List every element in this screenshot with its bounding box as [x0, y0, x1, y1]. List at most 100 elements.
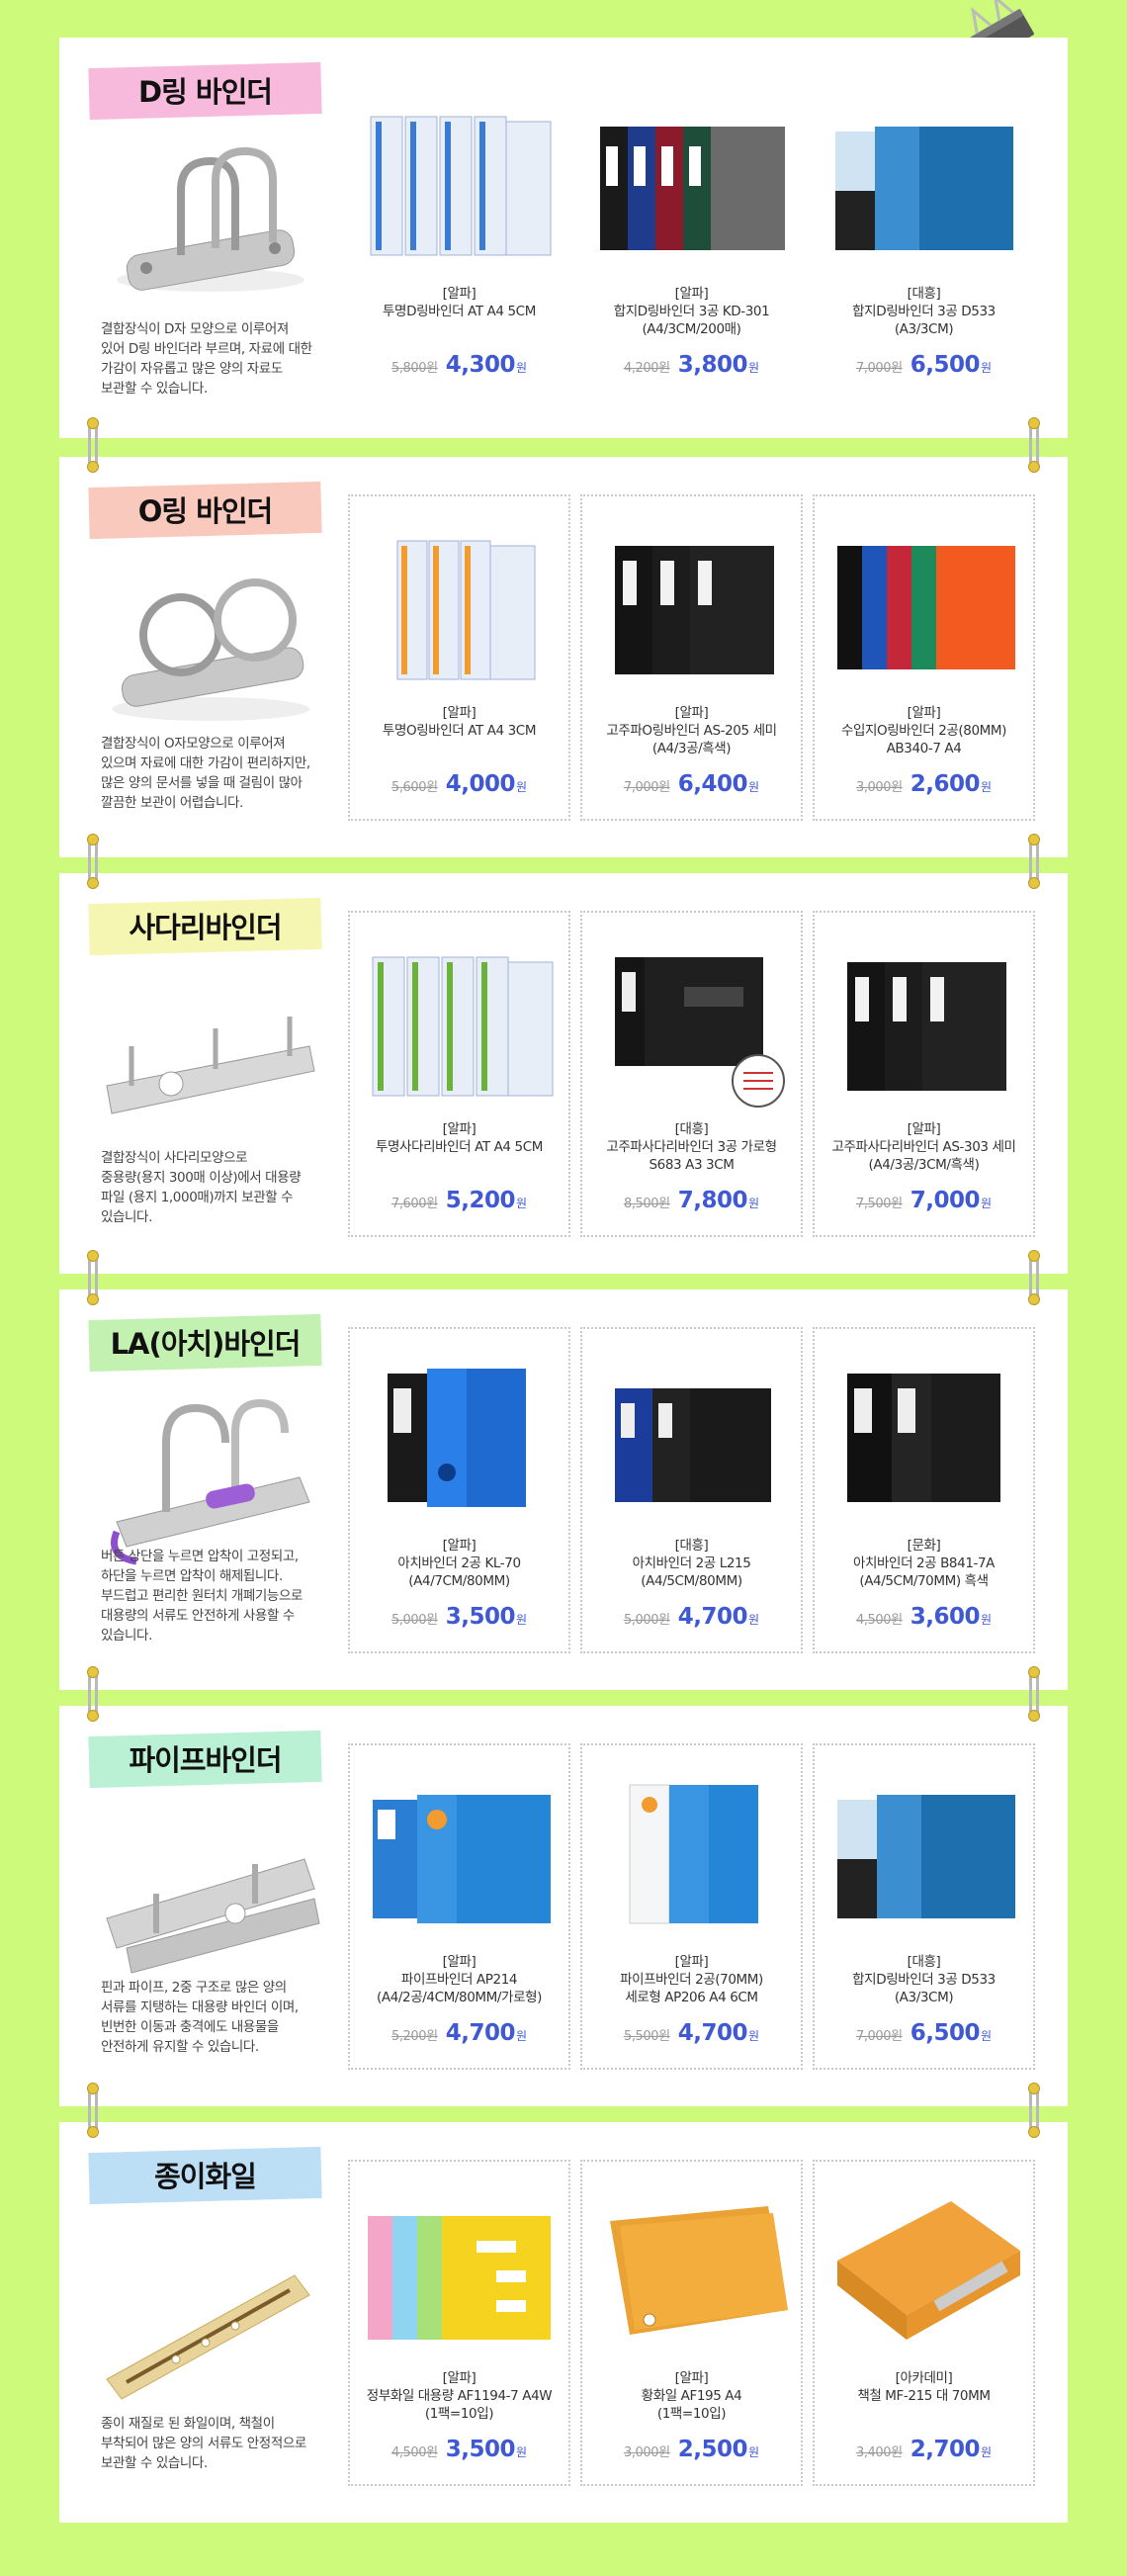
ring-connector-icon	[85, 417, 101, 473]
product-image	[372, 956, 554, 1097]
sale-price: 5,200	[445, 1188, 516, 1213]
original-price: 4,500원	[390, 2445, 438, 2460]
sale-price: 4,700	[677, 2020, 748, 2046]
ring-connector-icon	[1026, 834, 1042, 889]
pipe-mechanism-illustration	[106, 1858, 320, 1974]
sale-price: 4,000	[445, 771, 516, 797]
ring-connector-icon	[85, 834, 101, 889]
sale-price: 2,700	[910, 2437, 981, 2462]
product-image	[373, 1795, 551, 1923]
product-card[interactable]: [알파] 고주파사다리바인더 AS-303 세미(A4/3공/3CM/흑색) 7…	[813, 911, 1035, 1237]
original-price: 8,500원	[623, 1197, 670, 1211]
product-card[interactable]: [알파] 고주파O링바인더 AS-205 세미(A4/3공/흑색) 7,000원…	[580, 494, 803, 821]
original-price: 5,800원	[390, 361, 438, 376]
sale-price: 6,500	[910, 352, 981, 378]
product-image	[370, 116, 552, 256]
original-price: 4,500원	[855, 1613, 903, 1628]
original-price: 4,200원	[623, 361, 670, 376]
product-image	[837, 546, 1015, 669]
product-image	[615, 1388, 771, 1502]
sale-price: 3,500	[445, 1604, 516, 1630]
product-card[interactable]: [문화] 아치바인더 2공 B841-7A(A4/5CM/70MM) 흑색 4,…	[813, 1327, 1035, 1653]
d-ring-mechanism-illustration	[117, 146, 304, 292]
sale-price: 6,400	[677, 771, 748, 797]
original-price: 7,600원	[390, 1197, 438, 1211]
product-image	[396, 540, 536, 680]
product-card[interactable]: [알파] 합지D링바인더 3공 KD-301(A4/3CM/200매) 4,20…	[580, 77, 803, 403]
product-image	[600, 127, 785, 250]
sale-price: 2,600	[910, 771, 981, 797]
original-price: 5,000원	[623, 1613, 670, 1628]
ring-connector-icon	[1026, 2083, 1042, 2138]
original-price: 5,200원	[390, 2029, 438, 2044]
section-title: LA(아치)바인더	[88, 1311, 322, 1373]
section-description: 버튼 상단을 누르면 압착이 고정되고,하단을 누르면 압착이 해제됩니다.부드…	[101, 1549, 303, 1643]
sale-price: 4,300	[445, 352, 516, 378]
ring-connector-icon	[1026, 417, 1042, 473]
section-title: 파이프바인더	[88, 1728, 322, 1789]
product-image	[847, 962, 1006, 1091]
original-price: 3,000원	[623, 2445, 670, 2460]
ring-connector-icon	[1026, 1250, 1042, 1305]
section-title: 종이화일	[88, 2144, 322, 2205]
product-image	[847, 1374, 1000, 1502]
section-arch: LA(아치)바인더 버튼 상단을 누르면 압착이 고정되고,하단을 누르면 압착…	[59, 1289, 1068, 1690]
o-ring-mechanism-illustration	[112, 578, 309, 721]
sale-price: 2,500	[677, 2437, 748, 2462]
section-title: 사다리바인더	[88, 895, 322, 956]
sale-price: 3,500	[445, 2437, 516, 2462]
ring-connector-icon	[85, 2083, 101, 2138]
sale-price: 3,800	[677, 352, 748, 378]
original-price: 7,000원	[623, 780, 670, 795]
sale-price: 7,800	[677, 1188, 748, 1213]
product-card[interactable]: [알파] 파이프바인더 AP214(A4/2공/4CM/80MM/가로형) 5,…	[348, 1743, 570, 2070]
product-image	[837, 2201, 1020, 2340]
original-price: 7,500원	[855, 1197, 903, 1211]
original-price: 5,600원	[390, 780, 438, 795]
original-price: 5,500원	[623, 2029, 670, 2044]
product-image	[835, 127, 1013, 250]
original-price: 3,400원	[855, 2445, 903, 2460]
sale-price: 7,000	[910, 1188, 981, 1213]
sale-price: 4,700	[677, 1604, 748, 1630]
ring-connector-icon	[85, 1666, 101, 1722]
product-image	[615, 546, 774, 674]
section-title: D링 바인더	[88, 59, 322, 121]
product-image	[615, 957, 785, 1108]
ring-connector-icon	[1026, 1666, 1042, 1722]
section-title: O링 바인더	[88, 479, 322, 540]
sale-price: 3,600	[910, 1604, 981, 1630]
original-price: 7,000원	[855, 361, 903, 376]
original-price: 3,000원	[855, 780, 903, 795]
product-card[interactable]: [알파] 파이프바인더 2공(70MM)세로형 AP206 A4 6CM 5,5…	[580, 1743, 803, 2070]
product-image	[837, 1795, 1015, 1918]
original-price: 5,000원	[390, 1613, 438, 1628]
product-image	[368, 2216, 551, 2340]
arch-mechanism-illustration	[111, 1398, 310, 1565]
ring-connector-icon	[85, 1250, 101, 1305]
sale-price: 4,700	[445, 2020, 516, 2046]
paper-fastener-illustration	[106, 2274, 310, 2400]
sale-price: 6,500	[910, 2020, 981, 2046]
product-card[interactable]: [알파] 정부화일 대용량 AF1194-7 A4W(1팩=10입) 4,500…	[348, 2160, 570, 2486]
